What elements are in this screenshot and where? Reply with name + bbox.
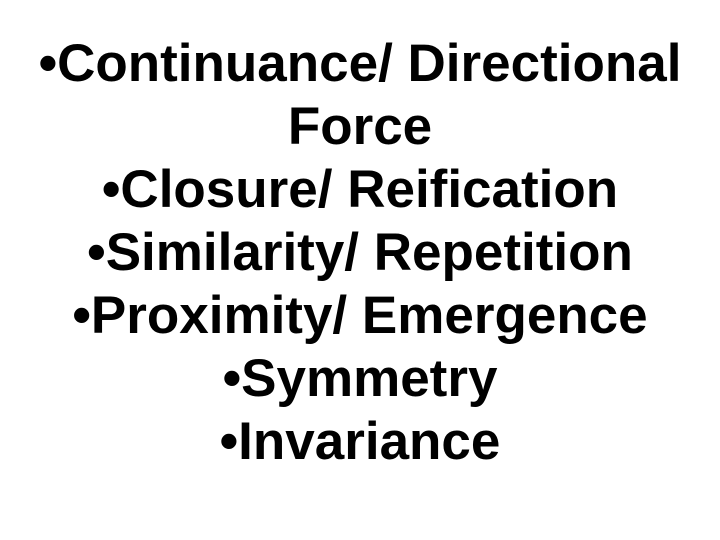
bullet-item-symmetry: •Symmetry (14, 347, 706, 410)
bullet-item-label: Symmetry (241, 349, 498, 408)
bullet-list: •Continuance/ Directional Force •Closure… (14, 32, 706, 473)
bullet-item-label: Closure/ Reification (120, 160, 619, 219)
bullet-icon: • (38, 34, 58, 93)
bullet-icon: • (87, 223, 106, 282)
bullet-item-label: Continuance/ Directional Force (57, 34, 682, 156)
bullet-item-continuance: •Continuance/ Directional Force (14, 32, 706, 158)
bullet-item-label: Similarity/ Repetition (105, 223, 633, 282)
bullet-icon: • (219, 412, 239, 471)
bullet-icon: • (222, 349, 242, 408)
bullet-item-similarity: •Similarity/ Repetition (14, 221, 706, 284)
bullet-icon: • (72, 286, 91, 345)
bullet-item-label: Proximity/ Emergence (90, 286, 648, 345)
bullet-item-proximity: •Proximity/ Emergence (14, 284, 706, 347)
bullet-item-closure: •Closure/ Reification (14, 158, 706, 221)
bullet-item-invariance: •Invariance (14, 410, 706, 473)
bullet-item-label: Invariance (238, 412, 501, 471)
bullet-icon: • (101, 160, 121, 219)
